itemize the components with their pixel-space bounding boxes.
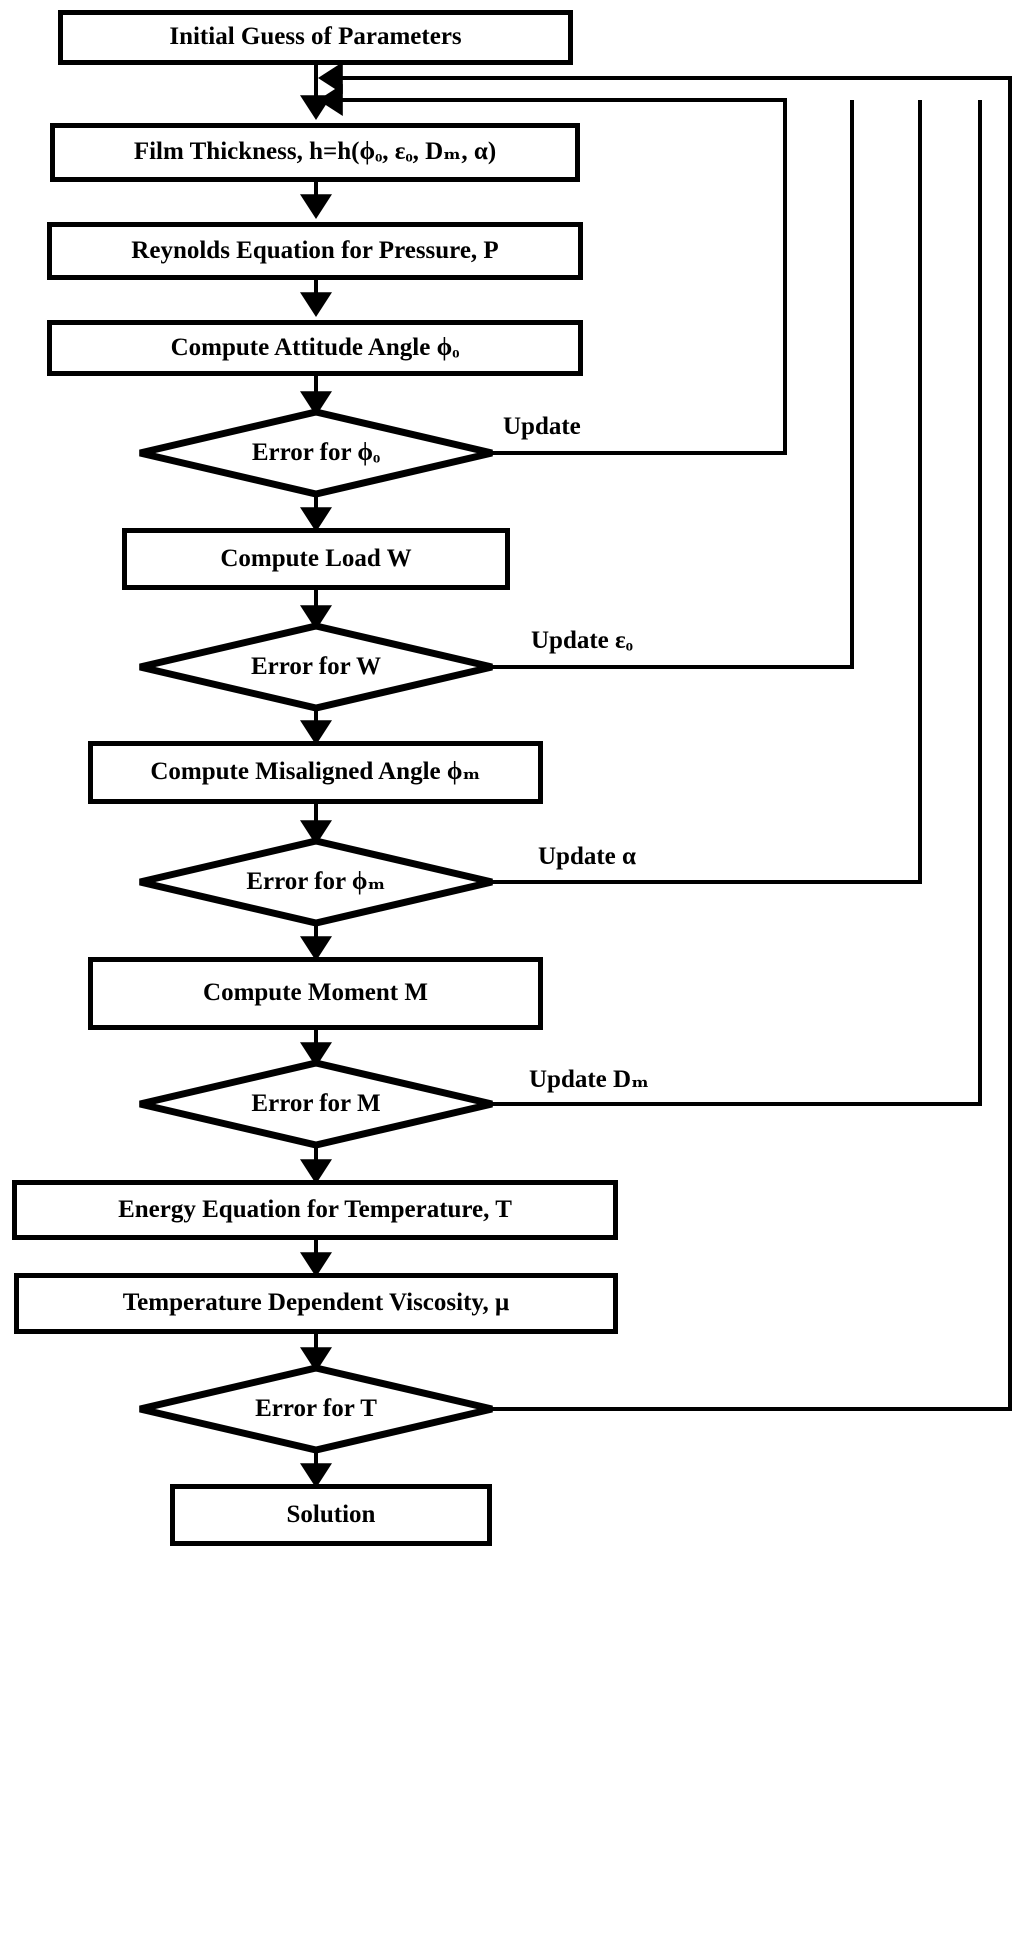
node-error-phi-o-label: Error for ϕₒ [251, 438, 381, 466]
node-reynolds-equation: Reynolds Equation for Pressure, P [47, 222, 583, 280]
node-error-w: Error for W [140, 626, 492, 708]
node-initial-guess-label: Initial Guess of Parameters [169, 23, 462, 51]
edge-label-update-eps-o: Update εₒ [528, 627, 636, 655]
edge-label-update-alpha: Update α [535, 843, 639, 871]
node-viscosity-label: Temperature Dependent Viscosity, μ [122, 1289, 510, 1317]
node-error-w-label: Error for W [250, 652, 382, 680]
node-compute-moment-label: Compute Moment M [203, 979, 428, 1007]
node-attitude-angle-label: Compute Attitude Angle ϕₒ [170, 333, 460, 361]
node-energy-equation-label: Energy Equation for Temperature, T [118, 1195, 512, 1223]
edge-label-update-phi-o: Update [500, 413, 584, 441]
node-error-t: Error for T [140, 1368, 492, 1450]
node-error-phi-m: Error for ϕₘ [140, 841, 492, 923]
node-attitude-angle: Compute Attitude Angle ϕₒ [47, 320, 583, 376]
node-solution: Solution [170, 1484, 492, 1546]
node-misaligned-angle-label: Compute Misaligned Angle ϕₘ [150, 758, 481, 786]
node-viscosity: Temperature Dependent Viscosity, μ [14, 1273, 618, 1334]
node-compute-moment: Compute Moment M [88, 957, 543, 1030]
node-error-m: Error for M [140, 1063, 492, 1145]
node-compute-load: Compute Load W [122, 528, 510, 590]
node-solution-label: Solution [286, 1500, 376, 1528]
node-reynolds-equation-label: Reynolds Equation for Pressure, P [131, 236, 499, 264]
node-initial-guess: Initial Guess of Parameters [58, 10, 573, 65]
node-energy-equation: Energy Equation for Temperature, T [12, 1180, 618, 1240]
node-film-thickness-label: Film Thickness, h=h(ϕₒ, εₒ, Dₘ, α) [133, 138, 497, 166]
node-compute-load-label: Compute Load W [220, 544, 412, 572]
node-error-phi-o: Error for ϕₒ [140, 412, 492, 494]
node-misaligned-angle: Compute Misaligned Angle ϕₘ [88, 741, 543, 804]
node-error-t-label: Error for T [255, 1394, 377, 1422]
node-error-m-label: Error for M [251, 1089, 381, 1117]
node-film-thickness: Film Thickness, h=h(ϕₒ, εₒ, Dₘ, α) [50, 123, 580, 182]
node-error-phi-m-label: Error for ϕₘ [246, 867, 386, 895]
edge-label-update-dm: Update Dₘ [526, 1064, 653, 1094]
